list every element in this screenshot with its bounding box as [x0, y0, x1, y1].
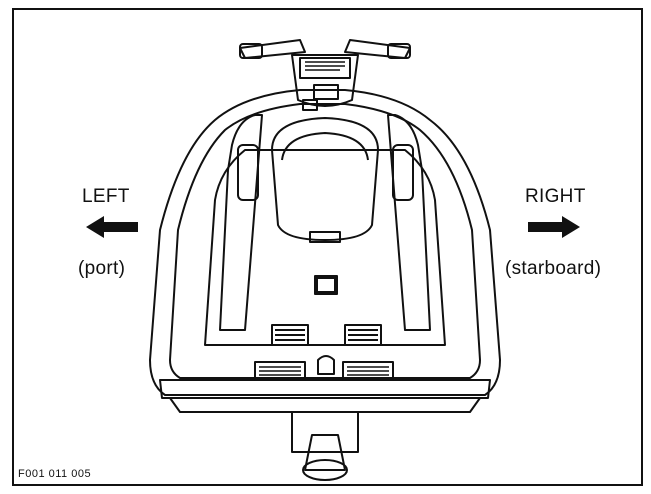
left-sublabel: (port) [78, 258, 126, 279]
arrow-left-icon [86, 216, 138, 238]
left-label: LEFT [82, 186, 130, 207]
right-sublabel: (starboard) [505, 258, 602, 279]
figure-code: F001 011 005 [18, 468, 92, 480]
figure-frame [12, 8, 643, 486]
arrow-right-icon [528, 216, 580, 238]
right-label: RIGHT [525, 186, 586, 207]
